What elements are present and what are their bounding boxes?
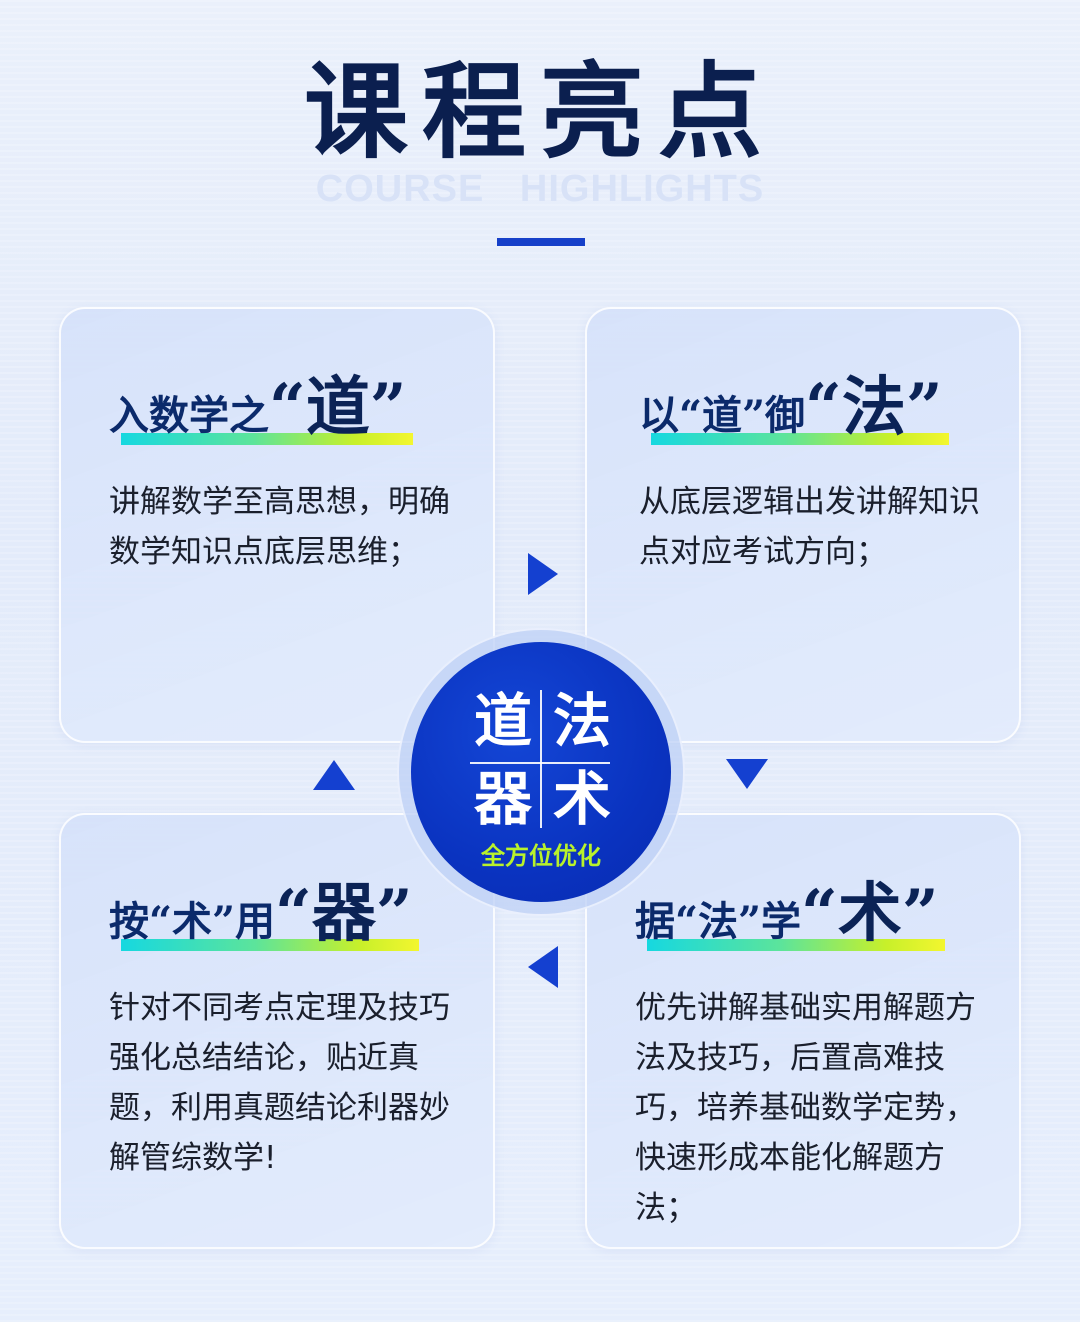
card-heading: 据“法”学“术”: [635, 876, 945, 951]
page-header: 课程亮点 COURSE HIGHLIGHTS: [0, 60, 1080, 211]
center-char-shu: 术: [553, 765, 612, 833]
arrow-left-icon: [528, 946, 558, 988]
highlight-card-qi: 按“术”用“器” 针对不同考点定理及技巧强化总结结论，贴近真题，利用真题结论利器…: [59, 813, 495, 1249]
card-heading-prefix: 按“术”用: [109, 898, 276, 945]
arrow-down-icon: [726, 759, 768, 789]
page-subtitle: COURSE HIGHLIGHTS: [315, 168, 765, 210]
center-divider-horizontal: [470, 762, 610, 764]
center-char-qi: 器: [474, 765, 533, 833]
title-underline: [497, 238, 585, 246]
heading-highlight-bar: [647, 939, 945, 951]
card-description: 讲解数学至高思想，明确数学知识点底层思维；: [109, 484, 450, 570]
arrow-right-icon: [528, 553, 558, 595]
center-char-fa: 法: [553, 687, 612, 755]
heading-highlight-bar: [121, 433, 413, 445]
center-label: 全方位优化: [481, 842, 601, 870]
card-heading-keyword: “道”: [269, 370, 407, 445]
card-heading-prefix: 以“道”御: [639, 392, 806, 439]
card-heading: 按“术”用“器”: [109, 876, 419, 951]
highlight-card-shu: 据“法”学“术” 优先讲解基础实用解题方法及技巧，后置高难技巧，培养基础数学定势…: [585, 813, 1021, 1249]
card-heading-prefix: 入数学之: [109, 392, 269, 439]
card-heading: 以“道”御“法”: [639, 370, 949, 445]
card-description: 优先讲解基础实用解题方法及技巧，后置高难技巧，培养基础数学定势，快速形成本能化解…: [635, 990, 976, 1226]
highlight-card-dao: 入数学之“道” 讲解数学至高思想，明确数学知识点底层思维；: [59, 307, 495, 743]
card-heading-keyword: “法”: [805, 370, 943, 445]
card-description: 针对不同考点定理及技巧强化总结结论，贴近真题，利用真题结论利器妙解管综数学!: [109, 990, 450, 1176]
card-description: 从底层逻辑出发讲解知识点对应考试方向；: [639, 484, 980, 570]
heading-highlight-bar: [121, 939, 419, 951]
highlight-card-fa: 以“道”御“法” 从底层逻辑出发讲解知识点对应考试方向；: [585, 307, 1021, 743]
card-heading: 入数学之“道”: [109, 370, 413, 445]
card-heading-keyword: “器”: [275, 876, 413, 951]
card-heading-keyword: “术”: [801, 876, 939, 951]
page-title: 课程亮点: [303, 51, 776, 173]
card-heading-prefix: 据“法”学: [635, 898, 802, 945]
heading-highlight-bar: [651, 433, 949, 445]
center-divider-vertical: [540, 690, 542, 828]
center-char-dao: 道: [474, 687, 533, 755]
arrow-up-icon: [313, 760, 355, 790]
